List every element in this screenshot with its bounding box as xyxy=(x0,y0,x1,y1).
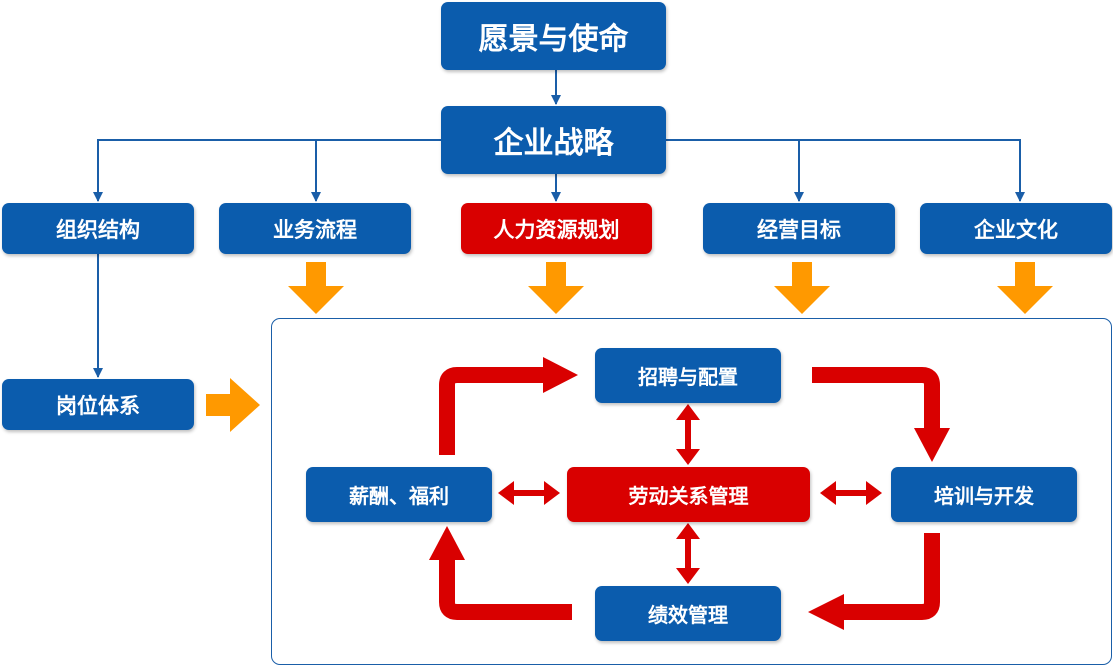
corporate-culture-box: 企业文化 xyxy=(920,203,1112,254)
training-label: 培训与开发 xyxy=(934,484,1034,508)
org-structure-label: 组织结构 xyxy=(56,217,140,242)
cycle-arrow-training-performance xyxy=(842,533,940,620)
cycle-arrowhead-training xyxy=(914,428,950,462)
org-structure-box: 组织结构 xyxy=(2,203,194,254)
connector-strategy-branches-left xyxy=(93,139,441,202)
cycle-arrow-performance-compensation xyxy=(439,558,572,620)
corporate-strategy-label: 企业战略 xyxy=(493,126,614,161)
corporate-culture-label: 企业文化 xyxy=(974,217,1058,242)
labor-relations-box: 劳动关系管理 xyxy=(567,467,810,522)
hr-planning-label: 人力资源规划 xyxy=(493,217,620,242)
corporate-strategy-box: 企业战略 xyxy=(441,106,666,174)
cycle-arrowhead-recruitment xyxy=(543,357,578,393)
compensation-box: 薪酬、福利 xyxy=(306,467,492,522)
business-process-label: 业务流程 xyxy=(273,217,357,242)
cycle-arrow-recruitment-training xyxy=(812,367,940,430)
vision-mission-label: 愿景与使命 xyxy=(478,22,629,57)
cycle-arrowhead-performance xyxy=(808,594,844,630)
hr-planning-box: 人力资源规划 xyxy=(461,203,652,254)
performance-label: 绩效管理 xyxy=(648,603,728,627)
performance-box: 绩效管理 xyxy=(595,586,781,641)
orange-arrow-position xyxy=(206,378,260,432)
orange-arrow-culture xyxy=(997,262,1053,314)
cycle-arrowhead-compensation xyxy=(429,526,465,560)
double-arrow-labor-training xyxy=(820,481,882,505)
recruitment-label: 招聘与配置 xyxy=(638,365,738,389)
orange-arrow-goals xyxy=(774,262,830,314)
double-arrow-labor-performance xyxy=(676,523,700,584)
orange-arrow-process xyxy=(288,262,344,314)
business-goals-label: 经营目标 xyxy=(757,217,841,242)
recruitment-box: 招聘与配置 xyxy=(595,348,781,403)
vision-mission-box: 愿景与使命 xyxy=(441,2,666,70)
double-arrow-compensation-labor xyxy=(498,481,560,505)
connector-strategy-branches-right xyxy=(666,139,1025,202)
business-goals-box: 经营目标 xyxy=(703,203,895,254)
orange-arrow-hr-planning xyxy=(528,262,584,314)
training-box: 培训与开发 xyxy=(891,467,1077,522)
position-system-box: 岗位体系 xyxy=(2,379,194,430)
business-process-box: 业务流程 xyxy=(219,203,411,254)
cycle-arrow-compensation-recruitment xyxy=(439,367,545,455)
position-system-label: 岗位体系 xyxy=(56,393,140,418)
labor-relations-label: 劳动关系管理 xyxy=(628,484,749,508)
compensation-label: 薪酬、福利 xyxy=(349,484,449,508)
double-arrow-recruitment-labor xyxy=(676,404,700,465)
